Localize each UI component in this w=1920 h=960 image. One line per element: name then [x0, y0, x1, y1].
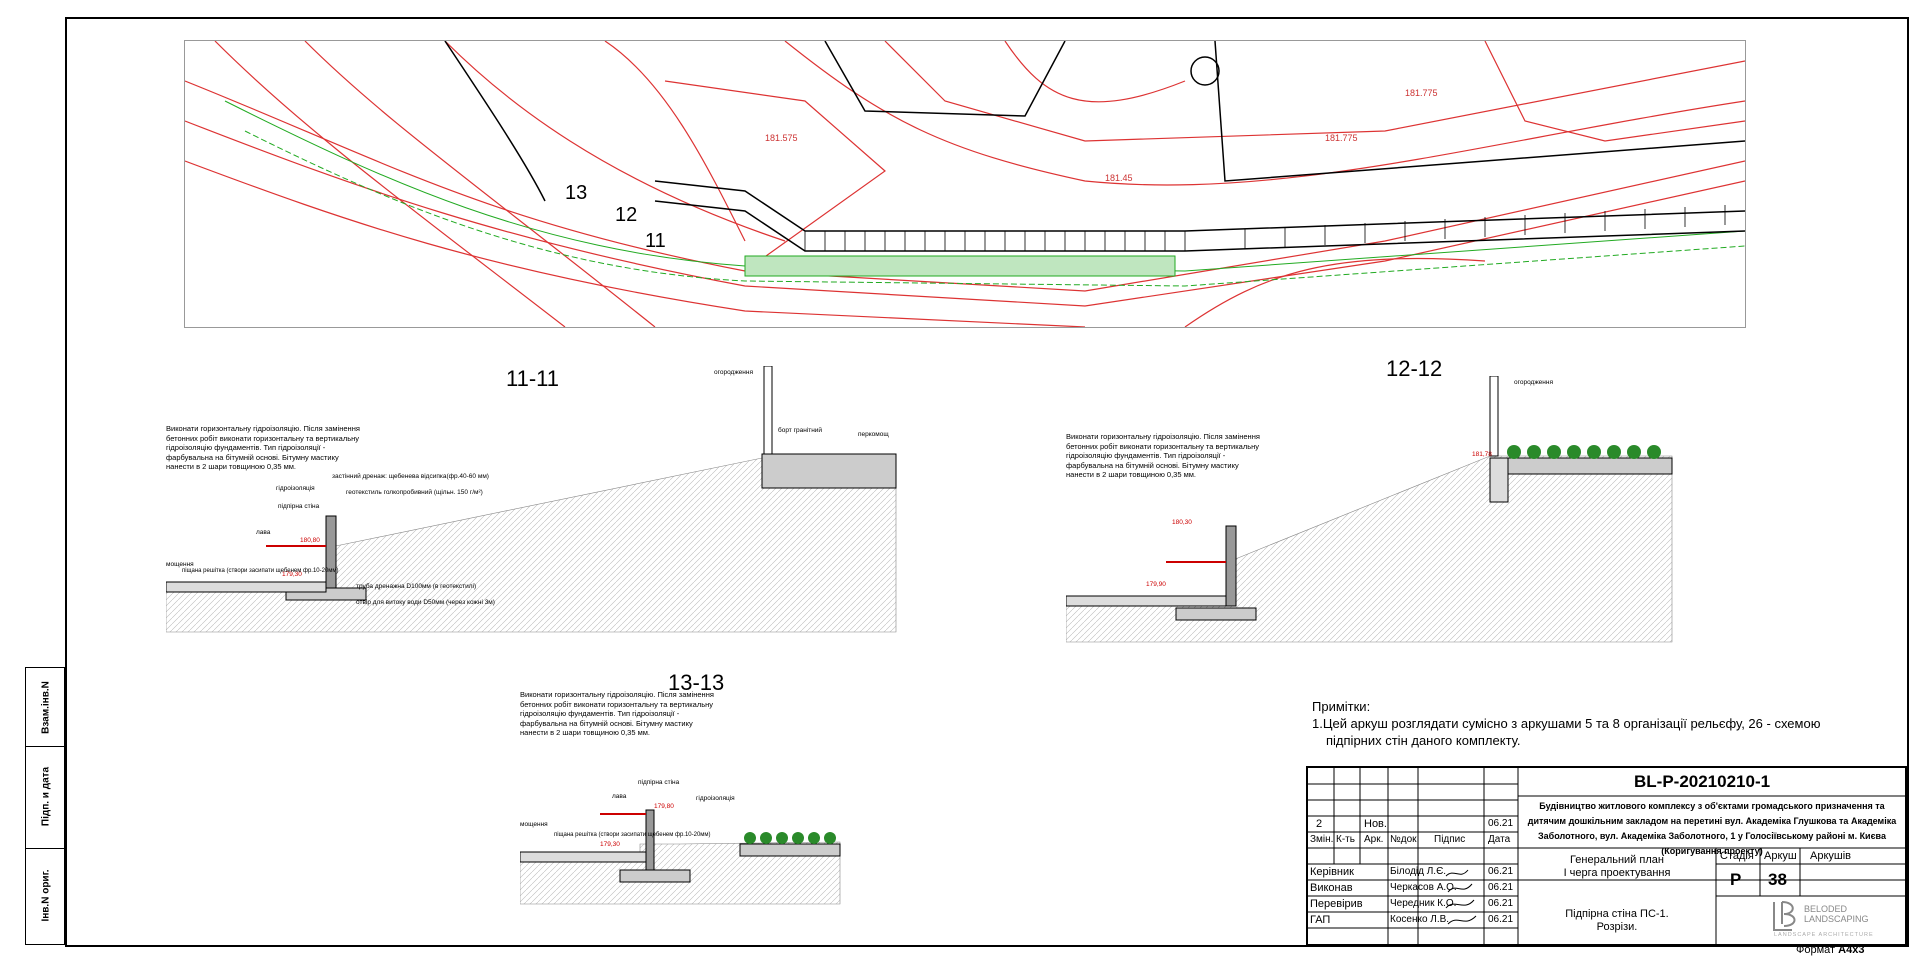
section-11-drawing: огородження борт гранітний перкомощ заст… — [166, 366, 897, 633]
company-logo: BELODED LANDSCAPING LANDSCAPE ARCHITECTU… — [1770, 900, 1900, 940]
title-block: BL-P-20210210-1 Будівництво житлового ко… — [1306, 766, 1907, 946]
section-13-note: Виконати горизонтальну гідроізоляцію. Пі… — [520, 690, 714, 737]
hdr-kt: К-ть — [1336, 834, 1355, 845]
drawing-frame — [65, 17, 1909, 947]
s13-h2: 179,30 — [600, 841, 620, 848]
site-plan-svg: 181.775 181.775 181.575 181.45 13 12 11 — [185, 41, 1745, 327]
s13-paving2: мощення — [520, 821, 548, 828]
plan-elev-3: 181.575 — [765, 133, 798, 143]
logo-text-2: LANDSCAPING — [1804, 914, 1869, 924]
person-date-4: 06.21 — [1488, 914, 1514, 925]
s12-h0: 181,78 — [1472, 451, 1492, 458]
s12-fence: огородження — [1514, 379, 1553, 386]
s11-paving: перкомощ — [858, 431, 889, 438]
strip-label-replace: Взам.інв.N — [40, 681, 52, 734]
person-name-3: Чередник К.О. — [1390, 898, 1457, 909]
person-name-2: Черкасов А.О. — [1390, 882, 1457, 893]
person-date-3: 06.21 — [1488, 898, 1514, 909]
left-title-strip: Взам.інв.N Підп. и дата Інв.N ориг. — [25, 667, 65, 945]
logo-text-1: BELODED — [1804, 904, 1848, 914]
s11-h1: 180,80 — [300, 537, 320, 544]
section-12-note: Виконати горизонтальну гідроізоляцію. Пі… — [1066, 432, 1260, 479]
sheet-value: 38 — [1768, 870, 1787, 889]
person-name-4: Косенко Л.В. — [1390, 914, 1450, 925]
plan-elev-2: 181.775 — [1325, 133, 1358, 143]
s11-waterproof: гідроізоляція — [276, 484, 315, 492]
s13-sand: піщана решітка (створи засипати щебенем … — [554, 832, 711, 838]
remarks-heading: Примітки: — [1312, 699, 1371, 714]
s11-h2: 179,30 — [282, 571, 302, 578]
s13-tray: лава — [612, 793, 627, 800]
rev-number: 2 — [1316, 818, 1323, 830]
plan-elev-4: 181.45 — [1105, 173, 1133, 183]
person-role-4: ГАП — [1310, 914, 1331, 926]
hdr-ndok: №док — [1390, 834, 1417, 845]
plan-cut-13: 13 — [565, 182, 587, 204]
plan-elev-1: 181.775 — [1405, 88, 1438, 98]
s11-hole: отвір для витоку води D50мм (через кожні… — [356, 598, 495, 606]
remarks-line-2: підпірних стін даного комплекту. — [1326, 733, 1521, 748]
section-11-note: Виконати горизонтальну гідроізоляцію. Пі… — [166, 424, 360, 471]
person-name-1: Білодід Л.Є. — [1390, 866, 1447, 877]
person-date-1: 06.21 — [1488, 866, 1514, 877]
person-role-1: Керівник — [1310, 866, 1354, 878]
section-13-drawing: підпірна стіна лава гідроізоляція 179,80… — [520, 778, 841, 905]
stage-value: Р — [1730, 870, 1742, 889]
logo-text-3: LANDSCAPE ARCHITECTURE — [1774, 932, 1874, 938]
section-12-drawing: огородження 181,78 180,30 179,90 — [1066, 376, 1673, 643]
s13-shrubs — [744, 832, 836, 844]
rev-date: 06.21 — [1488, 818, 1514, 829]
hdr-data: Дата — [1488, 834, 1511, 845]
hdr-pidpys: Підпис — [1434, 834, 1466, 845]
hdr-ark: Арк. — [1364, 834, 1384, 845]
s12-h1: 180,30 — [1172, 519, 1192, 526]
remarks-block: Примітки: 1.Цей аркуш розглядати сумісно… — [1312, 698, 1820, 749]
title-block-grid — [1308, 768, 1905, 944]
signatures — [1445, 869, 1477, 925]
site-plan-drawing: 181.775 181.775 181.575 181.45 13 12 11 — [184, 40, 1746, 328]
strip-cell-replace: Взам.інв.N — [26, 668, 64, 747]
stamp-project: Будівництво житлового комплексу з об'єкт… — [1527, 801, 1897, 856]
stamp-code: BL-P-20210210-1 — [1634, 772, 1771, 791]
sheets-header: Аркушів — [1810, 850, 1852, 862]
section-11-title: 11-11 — [506, 366, 560, 391]
s11-pipe: труба дренажна D100мм (в геотекстилі) — [356, 582, 476, 590]
logo-mark-icon — [1773, 901, 1796, 931]
s13-waterproof: гідроізоляція — [696, 794, 735, 802]
strip-label-sign: Підп. и дата — [40, 766, 52, 827]
s11-geotextile: геотекстиль голкопробивний (щільн. 150 г… — [346, 488, 483, 496]
remarks-line-1: 1.Цей аркуш розглядати сумісно з аркушам… — [1312, 716, 1821, 731]
person-role-2: Виконав — [1310, 882, 1353, 894]
sheet-header: Аркуш — [1764, 850, 1797, 862]
plan-cut-11: 11 — [645, 230, 666, 252]
s11-tray: лава — [256, 529, 271, 536]
s11-curb: борт гранітний — [778, 426, 822, 434]
strip-cell-sign: Підп. и дата — [26, 746, 64, 849]
s12-h2: 179,90 — [1146, 581, 1166, 588]
rev-doc: Нов. — [1364, 818, 1387, 830]
plan-title: Генеральний план І черга проектування — [1563, 854, 1671, 879]
s11-paving2: мощення — [166, 561, 194, 568]
s11-fence: огородження — [714, 369, 753, 376]
strip-label-inv: Інв.N ориг. — [40, 869, 52, 922]
strip-cell-inv: Інв.N ориг. — [26, 848, 64, 943]
s12-shrubs — [1507, 445, 1661, 459]
person-role-3: Перевірив — [1310, 898, 1363, 910]
sheet-title: Підпірна стіна ПС-1. Розрізи. — [1565, 908, 1669, 933]
section-13-title: 13-13 — [668, 670, 725, 695]
format-value: А4х3 — [1838, 944, 1865, 956]
s11-sand: піщана решітка (створи засипати щебенем … — [182, 568, 339, 574]
section-12-title: 12-12 — [1386, 356, 1443, 381]
s11-wall: підпірна стіна — [278, 502, 320, 510]
hdr-zmin: Змін. — [1310, 834, 1334, 845]
s13-wall: підпірна стіна — [638, 778, 680, 786]
s13-h1: 179,80 — [654, 803, 674, 810]
s11-drainage: застінний дренаж: щебенева відсипка(фр.4… — [332, 472, 489, 480]
format-indicator: Формат А4х3 — [1796, 944, 1864, 956]
plan-cut-12: 12 — [615, 204, 637, 226]
person-date-2: 06.21 — [1488, 882, 1514, 893]
stage-header: Стадія — [1720, 850, 1754, 862]
format-label: Формат — [1796, 944, 1836, 956]
